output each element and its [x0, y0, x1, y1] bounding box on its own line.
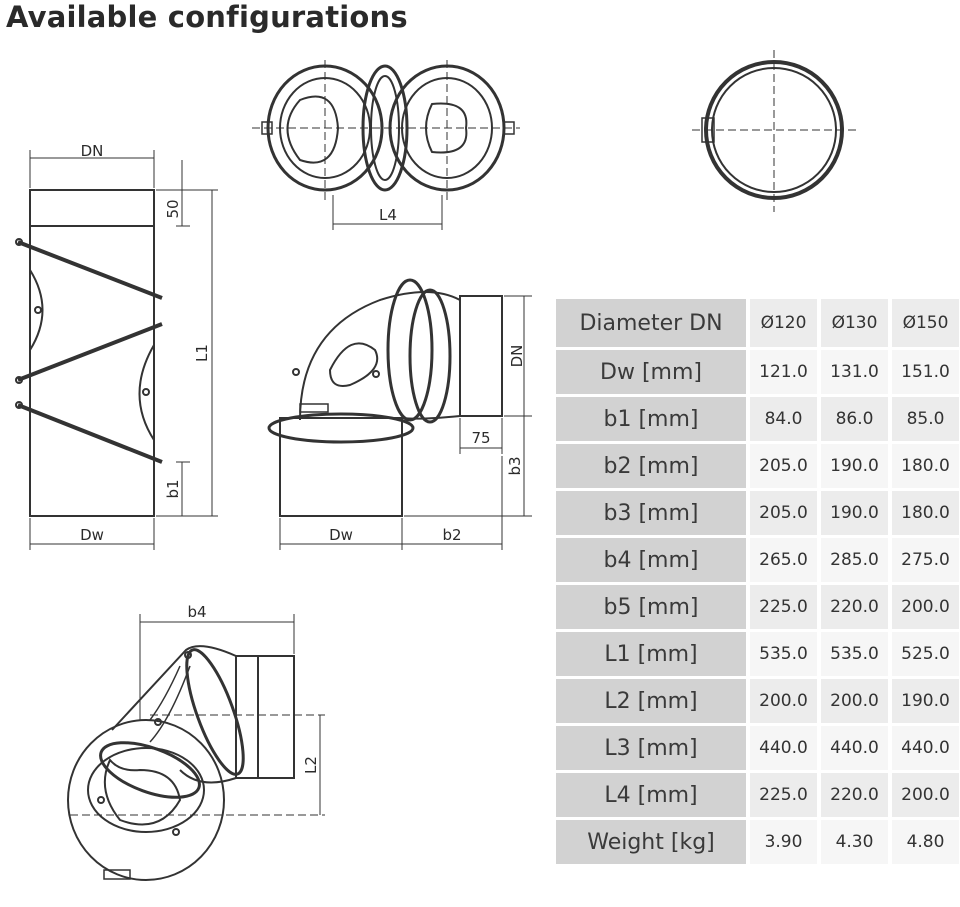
- dn-label: DN: [81, 142, 104, 160]
- row-label: b5 [mm]: [556, 585, 750, 629]
- fifty-label: 50: [164, 199, 182, 218]
- table-row: L4 [mm] 225.0 220.0 200.0: [556, 773, 959, 817]
- dimension-labels: DN 50 L1 b1 Dw L4 DN 75 b3 Dw b2 b4 L2: [80, 142, 526, 774]
- header-value: Ø120: [750, 299, 821, 347]
- row-label: L2 [mm]: [556, 679, 750, 723]
- row-value: 275.0: [892, 538, 959, 582]
- row-label: L4 [mm]: [556, 773, 750, 817]
- b2-label: b2: [442, 526, 461, 544]
- row-value: 180.0: [892, 491, 959, 535]
- angled-elbow-drawing: [67, 614, 325, 881]
- row-value: 285.0: [821, 538, 892, 582]
- row-value: 535.0: [750, 632, 821, 676]
- row-label: Weight [kg]: [556, 820, 750, 864]
- row-value: 205.0: [750, 444, 821, 488]
- b4-label: b4: [187, 603, 206, 621]
- l4-label: L4: [379, 206, 397, 224]
- table-row: b1 [mm] 84.0 86.0 85.0: [556, 397, 959, 441]
- row-value: 190.0: [821, 444, 892, 488]
- table-header-row: Diameter DN Ø120 Ø130 Ø150: [556, 299, 959, 347]
- table-row: Weight [kg] 3.90 4.30 4.80: [556, 820, 959, 864]
- row-value: 86.0: [821, 397, 892, 441]
- row-label: b3 [mm]: [556, 491, 750, 535]
- row-value: 440.0: [821, 726, 892, 770]
- row-value: 151.0: [892, 350, 959, 394]
- table-row: b3 [mm] 205.0 190.0 180.0: [556, 491, 959, 535]
- row-value: 200.0: [892, 585, 959, 629]
- page-title: Available configurations: [6, 0, 408, 34]
- l2-label: L2: [302, 756, 320, 774]
- row-value: 200.0: [892, 773, 959, 817]
- row-value: 84.0: [750, 397, 821, 441]
- row-value: 180.0: [892, 444, 959, 488]
- table-row: b5 [mm] 225.0 220.0 200.0: [556, 585, 959, 629]
- row-value: 4.30: [821, 820, 892, 864]
- table-row: b4 [mm] 265.0 285.0 275.0: [556, 538, 959, 582]
- row-value: 190.0: [892, 679, 959, 723]
- row-value: 440.0: [892, 726, 959, 770]
- row-value: 131.0: [821, 350, 892, 394]
- row-value: 205.0: [750, 491, 821, 535]
- row-value: 3.90: [750, 820, 821, 864]
- row-value: 220.0: [821, 773, 892, 817]
- row-label: b4 [mm]: [556, 538, 750, 582]
- elbow-dn-label: DN: [508, 345, 526, 368]
- top-view-drawing: [252, 60, 520, 230]
- row-label: Dw [mm]: [556, 350, 750, 394]
- l1-label: L1: [193, 344, 211, 362]
- header-label: Diameter DN: [556, 299, 750, 347]
- row-value: 85.0: [892, 397, 959, 441]
- row-value: 190.0: [821, 491, 892, 535]
- row-label: b2 [mm]: [556, 444, 750, 488]
- spec-table: Diameter DN Ø120 Ø130 Ø150 Dw [mm] 121.0…: [556, 296, 959, 867]
- table-row: L2 [mm] 200.0 200.0 190.0: [556, 679, 959, 723]
- b1-label: b1: [164, 479, 182, 498]
- row-label: L1 [mm]: [556, 632, 750, 676]
- row-value: 220.0: [821, 585, 892, 629]
- row-value: 225.0: [750, 585, 821, 629]
- row-value: 265.0: [750, 538, 821, 582]
- b3-label: b3: [506, 456, 524, 475]
- row-value: 200.0: [821, 679, 892, 723]
- row-value: 4.80: [892, 820, 959, 864]
- table-row: b2 [mm] 205.0 190.0 180.0: [556, 444, 959, 488]
- elbow-drawing: [267, 278, 532, 550]
- header-value: Ø130: [821, 299, 892, 347]
- table-row: L1 [mm] 535.0 535.0 525.0: [556, 632, 959, 676]
- table-row: L3 [mm] 440.0 440.0 440.0: [556, 726, 959, 770]
- straight-pipe-drawing: [15, 150, 218, 550]
- row-value: 535.0: [821, 632, 892, 676]
- elbow-dw-label: Dw: [329, 526, 353, 544]
- row-value: 225.0: [750, 773, 821, 817]
- dw-label: Dw: [80, 526, 104, 544]
- table-row: Dw [mm] 121.0 131.0 151.0: [556, 350, 959, 394]
- row-label: L3 [mm]: [556, 726, 750, 770]
- row-value: 121.0: [750, 350, 821, 394]
- end-view-drawing: [692, 50, 858, 212]
- seventy-five-label: 75: [471, 429, 490, 447]
- row-value: 525.0: [892, 632, 959, 676]
- header-value: Ø150: [892, 299, 959, 347]
- row-label: b1 [mm]: [556, 397, 750, 441]
- row-value: 200.0: [750, 679, 821, 723]
- row-value: 440.0: [750, 726, 821, 770]
